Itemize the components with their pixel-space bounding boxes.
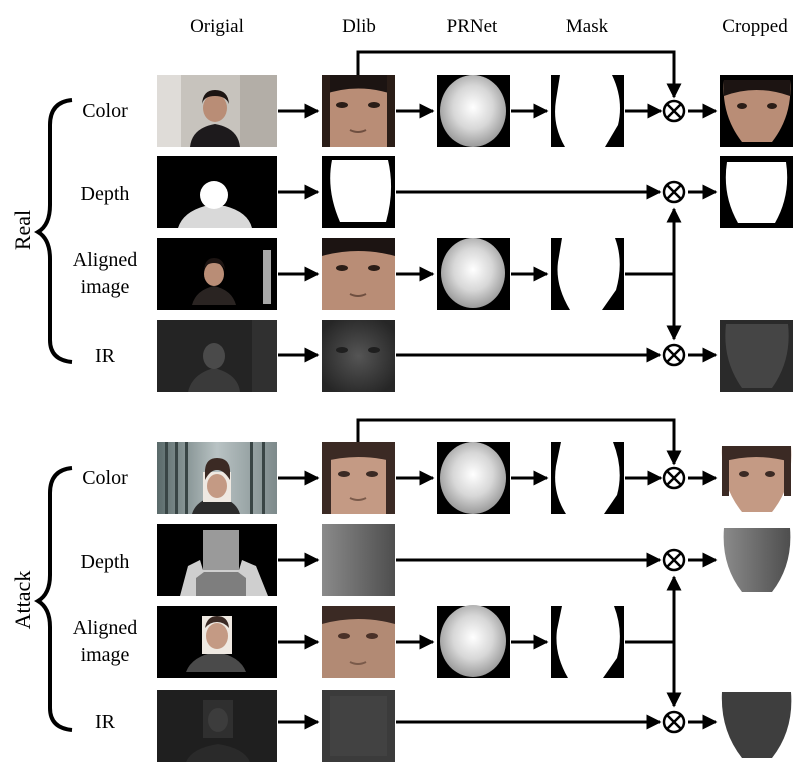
tile-real-ir-original <box>157 320 277 392</box>
row-label-real-aligned-line2: image <box>81 276 130 298</box>
column-header-original: Origial <box>190 16 244 37</box>
column-header-mask: Mask <box>566 16 609 37</box>
row-label-real-color: Color <box>82 100 128 122</box>
tile-real-aligned-mask <box>551 238 624 310</box>
row-label-attack-depth: Depth <box>81 551 130 573</box>
row-labels: Color Depth Aligned image IR Color Depth… <box>73 100 137 733</box>
tile-attack-color-mask <box>551 442 624 514</box>
column-header-cropped: Cropped <box>722 16 788 37</box>
tile-attack-depth-dlib <box>322 524 395 596</box>
tile-attack-depth-original <box>157 524 277 596</box>
tile-real-aligned-original <box>157 238 277 310</box>
group-label-attack: Attack <box>10 571 35 630</box>
multiply-operator-icon <box>662 710 686 734</box>
multiply-operator-icon <box>662 180 686 204</box>
row-label-real-depth: Depth <box>81 183 130 205</box>
row-label-attack-ir: IR <box>95 711 116 733</box>
multiply-operator-icon <box>662 343 686 367</box>
tile-real-ir-cropped <box>720 320 793 392</box>
tile-real-depth-original <box>157 156 277 228</box>
multiply-operator-icon <box>662 548 686 572</box>
tile-attack-aligned-mask <box>551 606 624 678</box>
tile-attack-ir-original <box>157 690 277 762</box>
row-label-real-ir: IR <box>95 345 116 367</box>
tile-real-color-original <box>157 75 277 147</box>
tile-real-ir-dlib <box>322 320 395 392</box>
multiply-operator-icon <box>662 99 686 123</box>
flow-attack <box>278 418 718 730</box>
tile-attack-color-dlib <box>322 442 395 514</box>
tile-attack-ir-cropped <box>720 690 793 762</box>
operators <box>662 99 686 734</box>
tile-real-depth-dlib <box>322 156 395 228</box>
row-label-real-aligned-line1: Aligned <box>73 249 137 271</box>
brace-attack <box>34 466 73 732</box>
column-header-prnet: PRNet <box>447 16 498 37</box>
tile-attack-ir-dlib <box>322 690 395 762</box>
row-label-attack-color: Color <box>82 467 128 489</box>
row-label-attack-aligned-line1: Aligned <box>73 617 137 639</box>
tile-real-aligned-prnet <box>437 238 510 310</box>
column-headers: Origial Dlib PRNet Mask Cropped <box>190 16 788 37</box>
tile-attack-aligned-dlib <box>322 606 395 678</box>
tile-attack-color-prnet <box>437 442 510 514</box>
tile-attack-aligned-original <box>157 606 277 678</box>
flow-real <box>278 50 718 363</box>
brace-real <box>34 98 73 364</box>
tile-real-depth-cropped <box>720 156 793 228</box>
row-label-attack-aligned-line2: image <box>81 644 130 666</box>
column-header-dlib: Dlib <box>342 16 376 37</box>
tile-real-color-mask <box>551 75 624 147</box>
tile-attack-depth-cropped <box>720 524 793 596</box>
tile-real-aligned-dlib <box>322 238 395 310</box>
tile-real-color-dlib <box>322 75 395 147</box>
group-label-real: Real <box>10 210 35 250</box>
tile-real-color-prnet <box>437 75 510 147</box>
tile-attack-color-original <box>157 442 277 514</box>
tile-attack-aligned-prnet <box>437 605 510 678</box>
multiply-operator-icon <box>662 466 686 490</box>
tile-real-color-cropped <box>720 75 793 147</box>
tile-attack-color-cropped <box>720 442 793 514</box>
